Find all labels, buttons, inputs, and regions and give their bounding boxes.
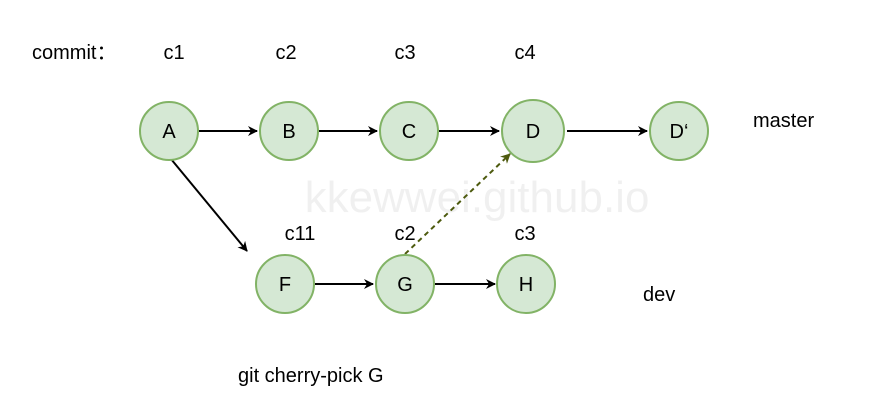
commit-node-b: B [259,101,319,161]
commit-node-h-label: H [519,274,533,296]
commit-node-d-prime-label: D‘ [670,121,689,143]
commit-node-d-label: D [526,121,540,143]
commit-node-c-label: C [402,121,416,143]
commit-node-f-label: F [279,274,291,296]
commit-node-b-label: B [282,121,295,143]
commit-node-c: C [379,101,439,161]
commit-node-a-label: A [162,121,176,143]
commit-label-bottom-c2: c2 [394,223,415,245]
commit-label-top-c3: c3 [394,42,415,64]
commit-node-h: H [496,254,556,314]
commit-node-g: G [375,254,435,314]
commit-label-top-c1: c1 [163,42,184,64]
caption: git cherry-pick G [238,365,384,387]
watermark: kkewwei.github.io [305,173,650,222]
commit-node-g-label: G [397,274,413,296]
commit-node-a: A [139,101,199,161]
commit-label-top-c2: c2 [275,42,296,64]
commit-label-top-c4: c4 [514,42,535,64]
commit-node-d-prime: D‘ [649,101,709,161]
commit-label-bottom-c11: c11 [285,223,316,245]
commit-node-d: D [501,99,565,163]
edge-a-to-f [170,158,248,252]
branch-label-dev: dev [643,284,675,306]
commit-node-f: F [255,254,315,314]
branch-label-master: master [753,110,814,132]
cherry-pick-edge-g-to-d [404,153,511,255]
commit-row-label: commit： [32,42,116,64]
commit-label-bottom-c3: c3 [514,223,535,245]
